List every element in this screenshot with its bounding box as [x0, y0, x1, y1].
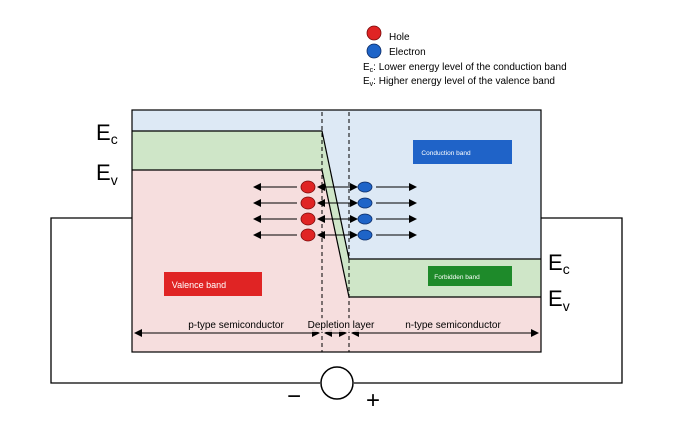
legend-electron-label: Electron: [389, 47, 426, 58]
legend-hole-label: Hole: [389, 32, 410, 43]
p-type-label-bg: [182, 318, 292, 332]
ev-label-left: Ev: [96, 160, 118, 188]
conduction-band-box: [413, 140, 512, 164]
electron-icon: [357, 197, 373, 209]
forbidden-band-label: Forbidden band: [434, 274, 480, 281]
hole-icon: [300, 212, 316, 226]
electron-icon: [357, 181, 373, 193]
ec-edge-line: [132, 130, 541, 260]
battery-plus: +: [366, 387, 380, 414]
legend-ev-def: Ev: Higher energy level of the valence b…: [363, 76, 555, 88]
legend-ec-def: Ec: Lower energy level of the conduction…: [363, 62, 567, 74]
p-type-label: p-type semiconductor: [188, 320, 284, 331]
ev-label-right: Ev: [548, 286, 570, 314]
circuit-wire: [50, 217, 623, 384]
battery-icon: [320, 366, 354, 400]
forbidden-band-box: [428, 266, 512, 286]
depletion-label-bg: [301, 318, 381, 332]
ec-label-right: Ec: [548, 250, 570, 277]
hole-icon: [300, 228, 316, 242]
valence-band-label: Valence band: [172, 280, 226, 290]
hole-icon: [300, 196, 316, 210]
carrier-row: [253, 212, 417, 226]
ec-label-left: Ec: [96, 120, 118, 147]
legend: Hole Electron Ec: Lower energy level of …: [363, 25, 567, 88]
legend-electron-icon: [366, 43, 382, 59]
legend-hole-icon: [366, 25, 382, 41]
electron-icon: [357, 213, 373, 225]
depletion-label: Depletion layer: [308, 320, 375, 331]
n-type-label-bg: [391, 318, 515, 332]
carrier-row: [253, 196, 417, 210]
carrier-row: [253, 180, 417, 194]
carrier-rows: [253, 180, 417, 242]
carrier-row: [253, 228, 417, 242]
battery-minus: −: [287, 383, 301, 410]
conduction-band-label: Conduction band: [421, 150, 471, 157]
forbidden-region: [132, 131, 541, 297]
n-type-label: n-type semiconductor: [405, 320, 501, 331]
hole-icon: [300, 180, 316, 194]
semiconductor-box: [131, 109, 542, 353]
electron-icon: [357, 229, 373, 241]
valence-band-box: [164, 272, 262, 296]
